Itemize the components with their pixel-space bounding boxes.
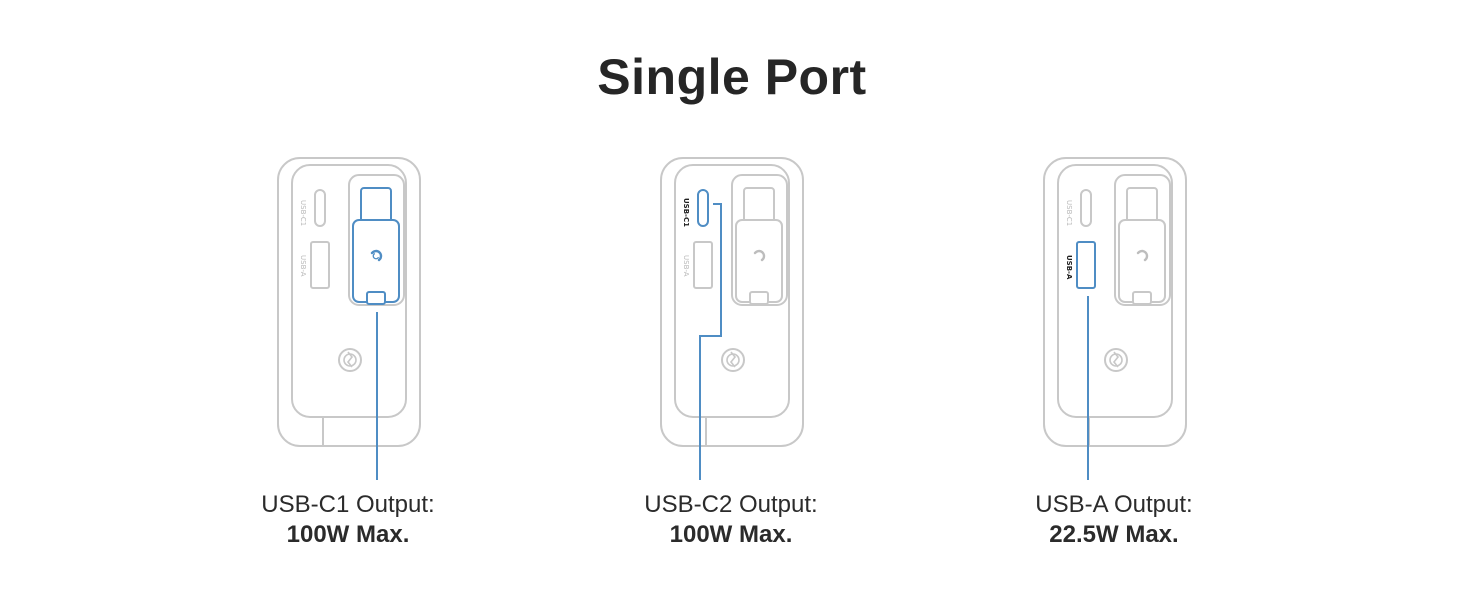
- power-cycle-icon: [1104, 348, 1128, 372]
- swirl-logo-icon: [370, 249, 383, 262]
- port-label-a: USB-A: [299, 255, 307, 277]
- port-label-a: USB-A: [1065, 255, 1073, 280]
- port-label-c1: USB-C1: [299, 200, 307, 226]
- usb-a-port-highlighted: [1076, 241, 1096, 289]
- charger-illustration: USB-C1 USB-A: [1043, 157, 1187, 480]
- swirl-logo-icon: [753, 249, 766, 262]
- port-label-c1: USB-C1: [1065, 200, 1073, 226]
- port-label-c1: USB-C1: [682, 198, 690, 227]
- page-title: Single Port: [597, 49, 867, 105]
- panel-usb-c1: USB-C1 USB-A USB-C1 Output: 100W Max.: [248, 150, 448, 570]
- usb-c-port: [314, 189, 326, 227]
- caption: USB-A Output: 22.5W Max.: [914, 490, 1314, 550]
- usb-c-port: [1080, 189, 1092, 227]
- charger-illustration: USB-C1 USB-A: [660, 157, 804, 480]
- plug: [735, 187, 783, 305]
- swirl-logo-icon: [1136, 249, 1149, 262]
- caption-power: 100W Max.: [286, 521, 410, 548]
- leader-line: [699, 203, 722, 480]
- plug-highlighted: [352, 187, 400, 305]
- power-cycle-icon: [338, 348, 362, 372]
- caption-port: USB-C2 Output:: [644, 491, 818, 518]
- usb-c-port-highlighted: [697, 189, 709, 227]
- caption-power: 100W Max.: [669, 521, 793, 548]
- usb-a-port: [693, 241, 713, 289]
- port-label-a: USB-A: [682, 255, 690, 277]
- caption-port: USB-C1 Output:: [261, 491, 435, 518]
- usb-a-port: [310, 241, 330, 289]
- caption: USB-C1 Output: 100W Max.: [148, 490, 548, 550]
- panel-usb-c2: USB-C1 USB-A USB-C2 Output: 100W Max.: [631, 150, 831, 570]
- caption-port: USB-A Output:: [1035, 491, 1193, 518]
- power-cycle-icon: [721, 348, 745, 372]
- caption-power: 22.5W Max.: [1049, 521, 1179, 548]
- panel-usb-a: USB-C1 USB-A USB-A Output: 22.5W Max.: [1014, 150, 1214, 570]
- caption: USB-C2 Output: 100W Max.: [531, 490, 931, 550]
- charger-illustration: USB-C1 USB-A: [277, 157, 421, 480]
- plug: [1118, 187, 1166, 305]
